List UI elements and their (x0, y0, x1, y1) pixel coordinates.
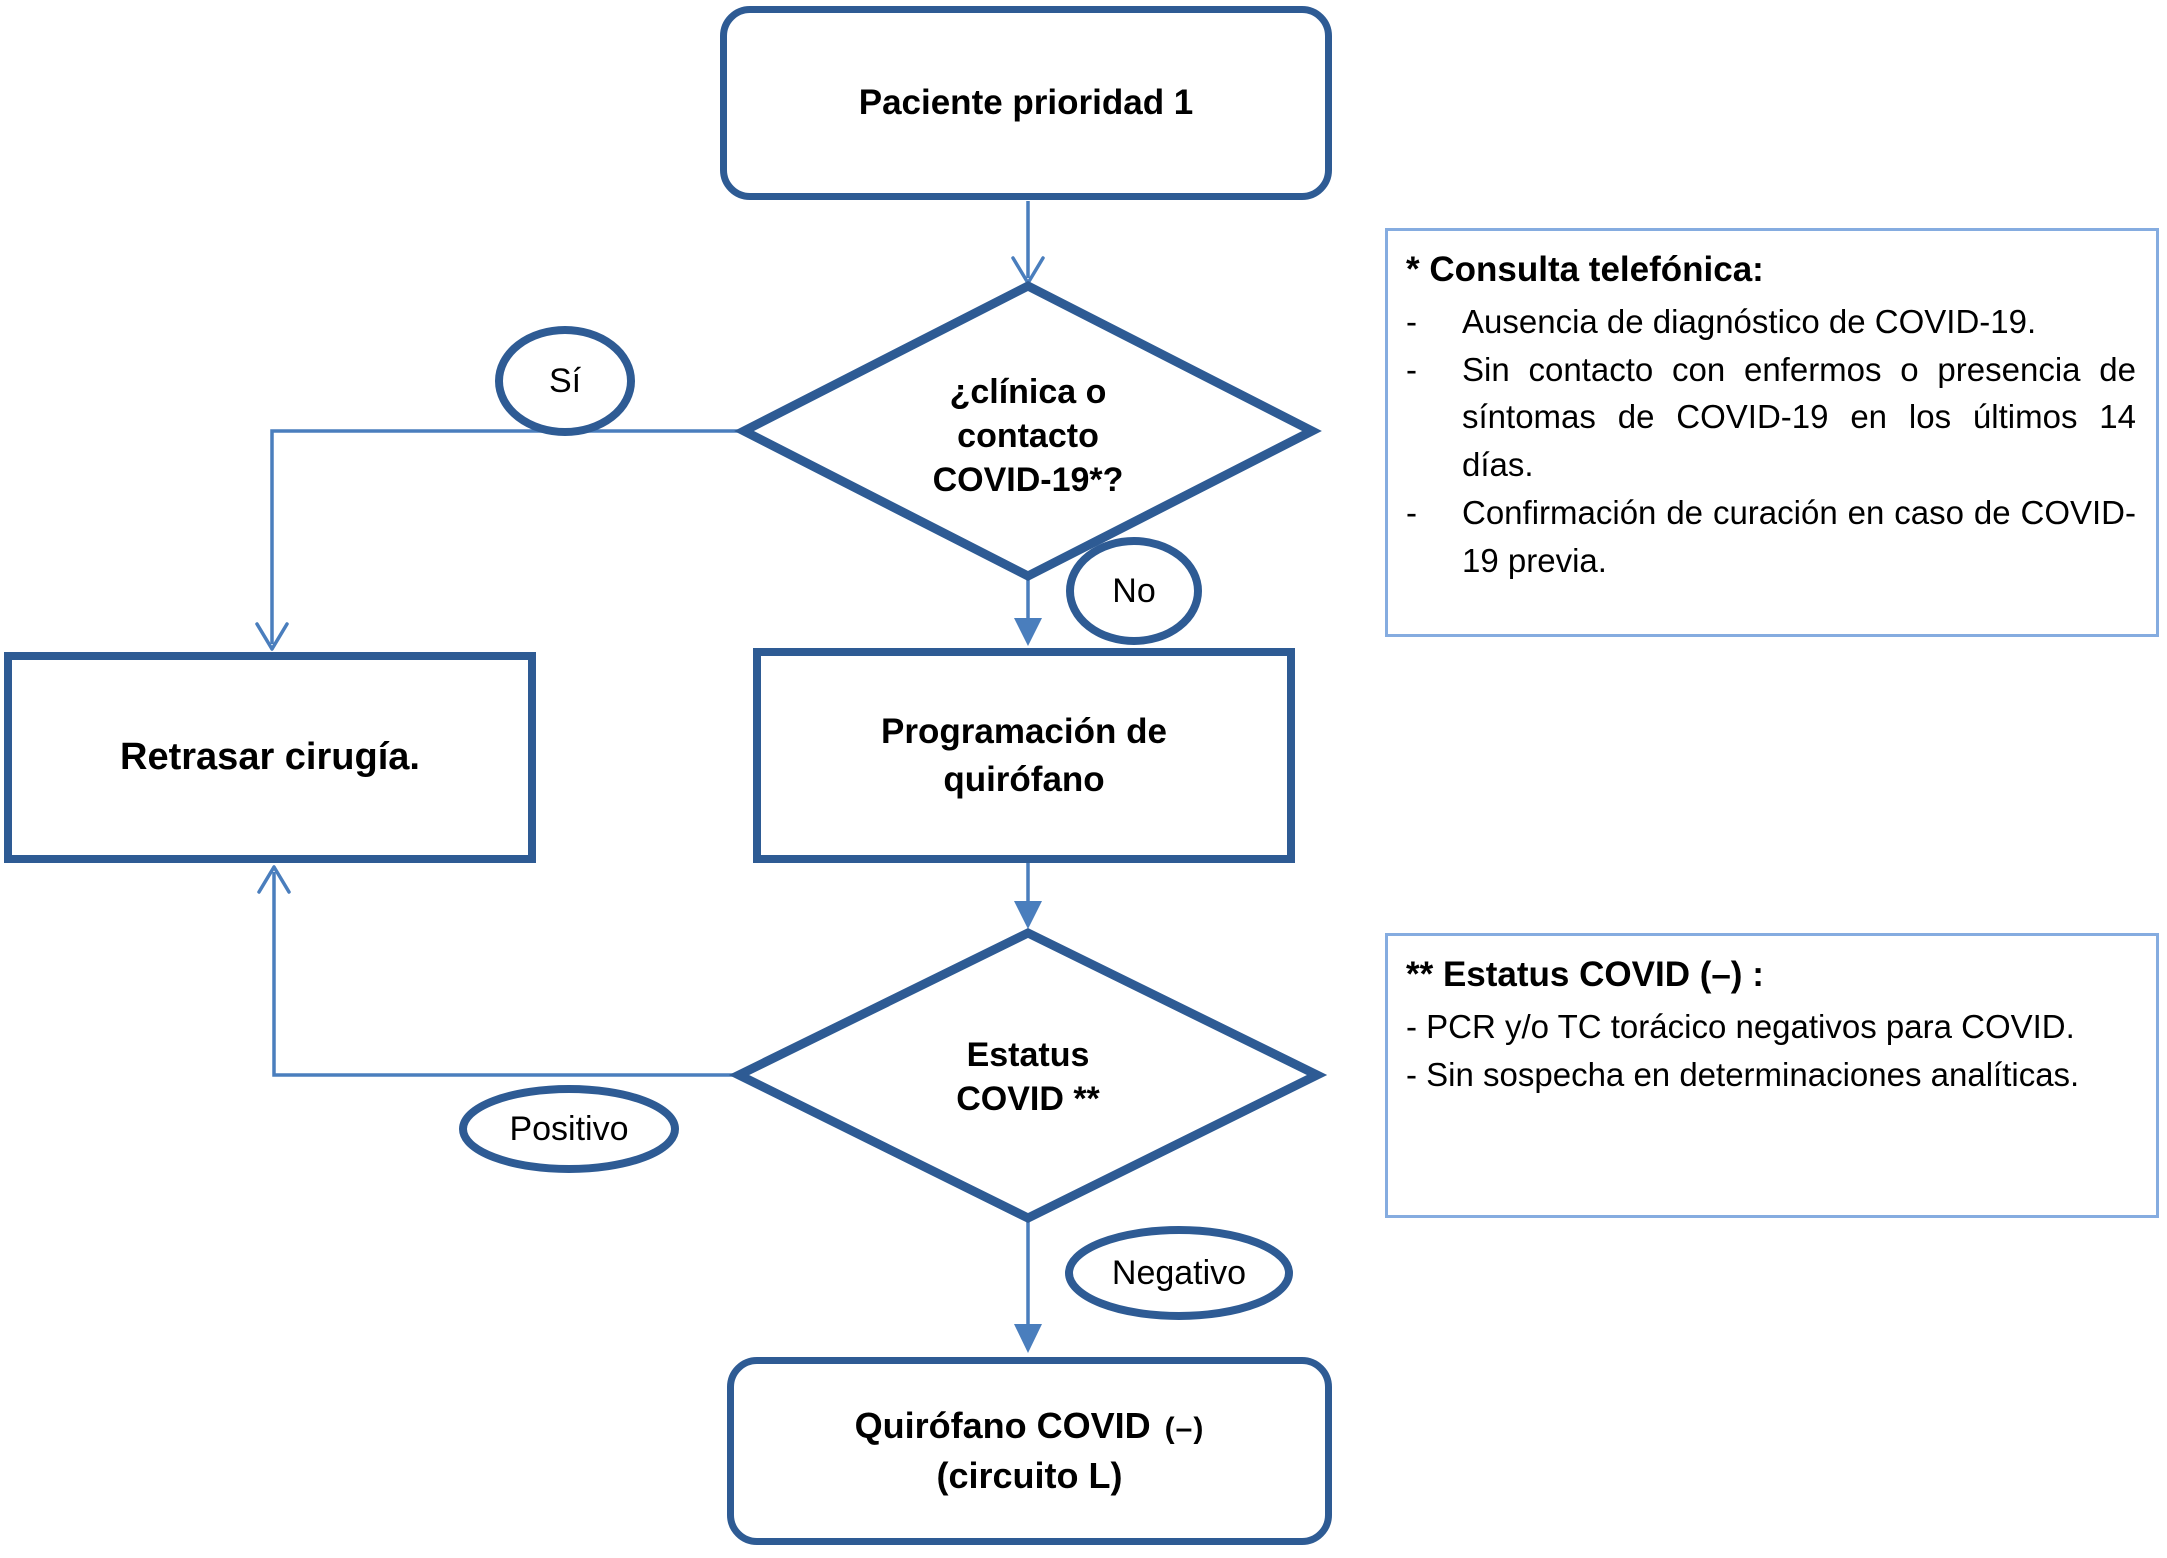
note-consulta-item-text: Confirmación de curación en caso de COVI… (1462, 494, 2136, 579)
note-estatus-covid: ** Estatus COVID (–) : - PCR y/o TC torá… (1385, 933, 2159, 1218)
node-delay-surgery: Retrasar cirugía. (4, 652, 536, 863)
arrowhead-filled-decision2 (1014, 901, 1042, 929)
bullet-dash: - (1406, 350, 1417, 388)
node-schedule-or-line2: quirófano (943, 759, 1105, 799)
arrowhead-open-delay-top (255, 622, 289, 651)
decision-covid-contact-label: ¿clínica o contacto COVID-19*? (838, 368, 1218, 504)
oval-yes (495, 326, 635, 436)
note-estatus-title: ** Estatus COVID (–) : (1406, 955, 1764, 994)
node-delay-surgery-label: Retrasar cirugía. (120, 736, 420, 778)
node-schedule-or: Programación de quirófano (753, 648, 1295, 863)
arrowhead-filled-final (1014, 1324, 1042, 1353)
edge-label-positive: Positivo (463, 1089, 675, 1169)
edge-label-yes-text: Sí (548, 361, 582, 400)
decision-covid-contact-line2: contacto (957, 416, 1099, 455)
note-consulta-item: - Sin contacto con enfermos o presencia … (1406, 346, 2136, 490)
note-estatus-item: - Sin sospecha en determinaciones analít… (1406, 1055, 2080, 1093)
edge-label-positive-text: Positivo (509, 1109, 629, 1148)
bullet-dash: - (1406, 302, 1417, 340)
note-consulta-title: * Consulta telefónica: (1406, 250, 1764, 289)
node-or-covid-negative-suffix: (–) (1164, 1411, 1205, 1445)
node-or-covid-negative-line2: (circuito L) (936, 1455, 1123, 1496)
connector-yes-elbow (270, 429, 744, 644)
note-consulta-item: - Confirmación de curación en caso de CO… (1406, 489, 2136, 585)
decision-covid-status-label: Estatus COVID ** (858, 1012, 1198, 1142)
note-estatus-item: - PCR y/o TC torácico negativos para COV… (1406, 1007, 2075, 1045)
arrowhead-open-decision1 (1011, 256, 1045, 285)
note-consulta-item: - Ausencia de diagnóstico de COVID-19. (1406, 298, 2136, 346)
decision-covid-contact-line3: COVID-19*? (932, 461, 1124, 500)
node-or-covid-negative-line1: Quirófano COVID (–) (855, 1401, 1205, 1451)
node-start-label: Paciente prioridad 1 (858, 83, 1194, 122)
note-consulta-item-text: Ausencia de diagnóstico de COVID-19. (1462, 302, 2037, 340)
note-consulta-telefonica: * Consulta telefónica: - Ausencia de dia… (1385, 228, 2159, 637)
node-or-covid-negative-main: Quirófano COVID (854, 1404, 1151, 1446)
connector-positive-elbow (272, 872, 739, 1077)
edge-label-no-text: No (1112, 571, 1156, 610)
edge-label-negative-text: Negativo (1111, 1253, 1247, 1292)
oval-positive (459, 1085, 679, 1173)
decision-covid-status-line2: COVID ** (956, 1080, 1100, 1118)
oval-negative (1065, 1226, 1293, 1320)
decision-diamond-covid-status (728, 927, 1328, 1224)
node-schedule-or-line1: Programación de (881, 712, 1167, 752)
oval-no (1066, 537, 1202, 645)
node-or-covid-negative: Quirófano COVID (–) (circuito L) (727, 1357, 1332, 1545)
edge-label-yes: Sí (499, 330, 631, 432)
bullet-dash: - (1406, 494, 1417, 532)
decision-covid-contact-line1: ¿clínica o (949, 372, 1107, 411)
decision-covid-status-line1: Estatus (966, 1035, 1090, 1074)
decision-diamond-covid-contact (734, 280, 1322, 582)
arrowhead-filled-schedule (1014, 618, 1042, 646)
note-consulta-item-text: Sin contacto con enfermos o presencia de… (1462, 350, 2136, 484)
edge-label-no: No (1070, 541, 1198, 641)
arrowhead-open-delay-bottom (257, 865, 291, 894)
node-start: Paciente prioridad 1 (720, 6, 1332, 200)
edge-label-negative: Negativo (1069, 1230, 1289, 1316)
